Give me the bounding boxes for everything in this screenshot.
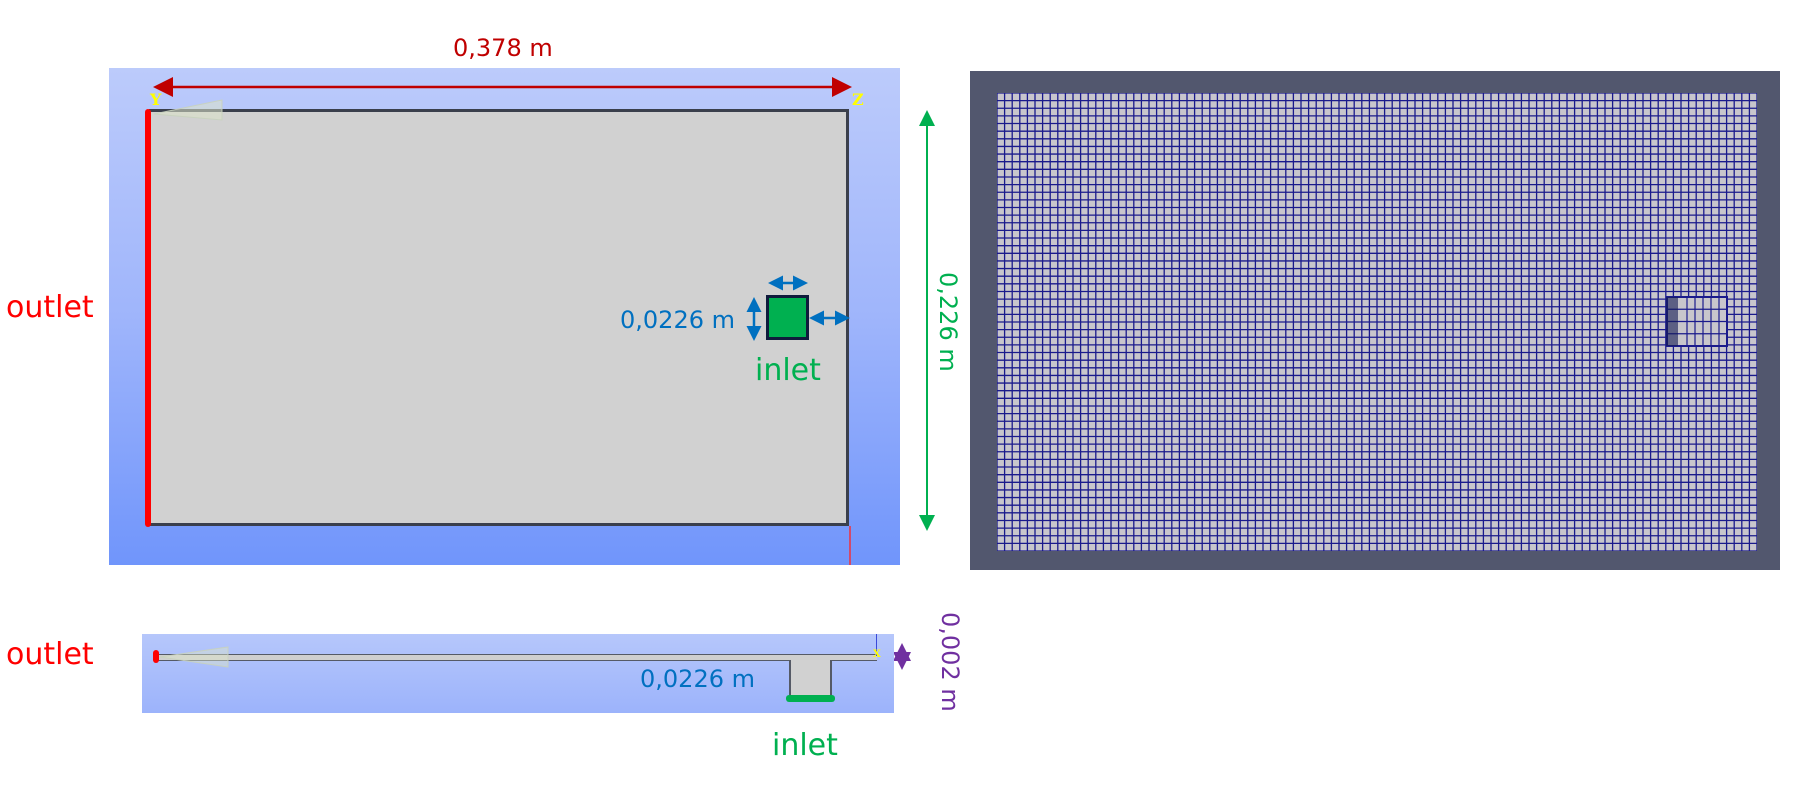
inlet-size-label: 0,0226 m [620,306,735,334]
side-view-panel [142,634,894,713]
side-inlet-label: inlet [772,728,838,763]
axis-tick-side [876,634,877,656]
mesh-grid [997,93,1757,551]
inlet-square [766,295,809,340]
thickness-label: 0,002 m [936,612,964,712]
view-cone-side-icon [159,646,229,668]
side-outlet-label: outlet [6,637,94,672]
axis-x-icon: X [873,649,881,660]
outlet-label: outlet [6,290,94,325]
inlet-label: inlet [755,353,821,388]
axis-z-icon: Z [852,90,864,109]
width-dimension-label: 0,378 m [453,34,553,62]
domain-rectangle [149,109,849,526]
view-cone-icon [153,99,223,121]
outlet-boundary-side [153,650,159,663]
axis-y-icon: Y [150,90,162,109]
domain-slab [156,654,877,661]
mesh-lines [997,93,1757,551]
inlet-boundary-side [786,695,835,702]
outlet-boundary [145,109,151,527]
axis-tick [849,526,851,565]
inlet-channel [789,660,832,697]
mesh-refined-inlet [1666,296,1728,347]
side-inlet-size-label: 0,0226 m [640,665,755,693]
height-dimension-label: 0,226 m [934,272,962,372]
